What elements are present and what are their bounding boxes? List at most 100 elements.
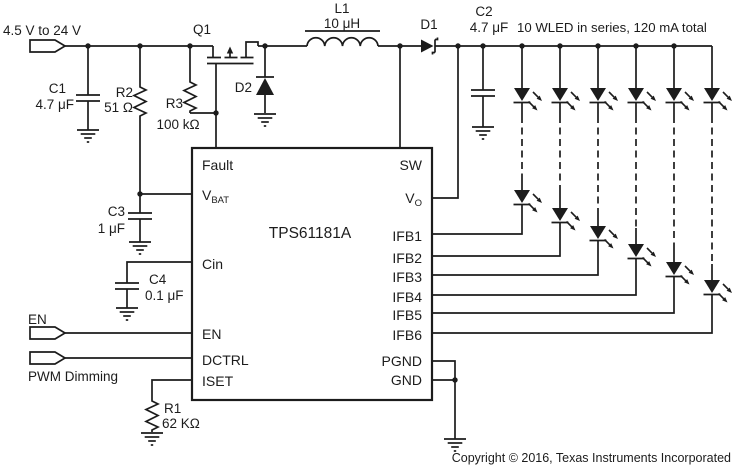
d2-ref-label: D2 <box>235 80 252 95</box>
resistor-r1: R1 62 KΩ <box>140 379 200 446</box>
c4-ref-label: C4 <box>149 272 167 287</box>
pgnd-gnd-wire <box>432 360 456 439</box>
en-signal-label: EN <box>28 312 47 327</box>
c3-ground-icon <box>128 241 152 255</box>
pin-ifb5: IFB5 <box>392 307 422 323</box>
pin-vbat: VBAT <box>202 187 229 206</box>
capacitor-c1: C1 4.7 μF <box>35 46 101 143</box>
c3-value-label: 1 μF <box>98 221 125 236</box>
r1-ground-icon <box>140 432 164 446</box>
pin-cin: Cin <box>202 256 223 272</box>
input-terminal-icon <box>29 39 67 53</box>
en-terminal-icon <box>29 326 67 340</box>
d2-ground-icon <box>253 113 277 127</box>
led-icon <box>590 226 619 249</box>
pin-ifb3: IFB3 <box>392 269 422 285</box>
c2-ground-icon <box>471 126 495 140</box>
l1-coil-icon <box>305 30 380 47</box>
capacitor-c4: C4 0.1 μF <box>114 261 192 321</box>
led-icon <box>628 88 657 111</box>
pin-ifb1: IFB1 <box>392 228 422 244</box>
pin-ifb2: IFB2 <box>392 250 422 266</box>
capacitor-c3: C3 1 μF <box>98 194 153 255</box>
r2-resistor-icon <box>133 84 147 119</box>
pin-sw: SW <box>399 157 422 173</box>
ic-body <box>190 146 434 402</box>
led-array <box>432 46 733 334</box>
copyright-note: Copyright © 2016, Texas Instruments Inco… <box>452 451 731 465</box>
led-string-6-wire <box>432 46 713 334</box>
q1-arrow-icon <box>226 46 234 54</box>
ic-part-number: TPS61181A <box>269 225 352 242</box>
pin-ifb6: IFB6 <box>392 327 422 343</box>
led-string-5-wire <box>432 46 675 314</box>
resistor-r2: R2 51 Ω <box>104 46 147 194</box>
led-string-2-wire <box>432 46 561 257</box>
c1-ref-label: C1 <box>49 81 66 96</box>
c4-capacitor-icon <box>114 282 140 290</box>
vo-wire <box>432 46 459 199</box>
r3-wire <box>189 46 216 114</box>
diode-d2: D2 <box>235 46 277 127</box>
capacitor-c2: C2 4.7 μF <box>470 4 509 140</box>
led-string-4-wire <box>432 46 637 296</box>
mosfet-q1: Q1 <box>193 22 259 148</box>
d1-ref-label: D1 <box>420 17 437 32</box>
input-source: 4.5 V to 24 V <box>3 23 81 53</box>
c2-value-label: 4.7 μF <box>470 20 509 35</box>
led-string-5 <box>432 46 695 314</box>
c2-ref-label: C2 <box>475 4 492 19</box>
pin-dctrl: DCTRL <box>202 352 249 368</box>
junction-dots <box>85 43 677 383</box>
ic-ground-icon <box>443 438 467 452</box>
pin-gnd: GND <box>391 372 422 388</box>
led-icon <box>552 88 581 111</box>
c1-value-label: 4.7 μF <box>35 97 74 112</box>
led-string-3 <box>432 46 619 276</box>
led-array-note: 10 WLED in series, 120 mA total <box>517 20 707 35</box>
r3-value-label: 100 kΩ <box>156 117 199 132</box>
pwm-dimming-input: PWM Dimming <box>28 351 192 384</box>
pin-vo: VO <box>405 190 422 209</box>
r1-value-label: 62 KΩ <box>162 416 200 431</box>
r1-resistor-icon <box>145 398 159 433</box>
c4-wire <box>126 261 192 308</box>
r2-ref-label: R2 <box>116 85 133 100</box>
led-string-2 <box>432 46 581 257</box>
diode-d1: D1 <box>420 17 439 55</box>
led-icon <box>514 88 543 111</box>
d2-wire <box>256 46 274 113</box>
led-icon <box>552 208 581 231</box>
resistor-r3: R3 100 kΩ <box>156 46 216 132</box>
d1-cathode-icon <box>431 37 439 55</box>
led-icon <box>590 88 619 111</box>
q1-body-wire <box>207 41 259 148</box>
pwm-signal-label: PWM Dimming <box>28 369 118 384</box>
ic-tps61181a: TPS61181A Fault VBAT Cin EN DCTRL ISET S… <box>190 146 434 402</box>
led-string-1 <box>432 46 543 235</box>
c1-capacitor-icon <box>75 94 101 102</box>
c1-ground-icon <box>76 129 100 143</box>
en-input: EN <box>28 312 192 340</box>
ground-return <box>432 360 467 452</box>
led-icon <box>666 262 695 285</box>
r2-value-label: 51 Ω <box>104 100 133 115</box>
r1-ref-label: R1 <box>164 401 181 416</box>
pwm-terminal-icon <box>29 351 67 365</box>
pin-en: EN <box>202 326 221 342</box>
c4-ground-icon <box>115 307 139 321</box>
pin-pgnd: PGND <box>382 353 422 369</box>
led-string-6 <box>432 46 733 334</box>
led-string-4 <box>432 46 657 296</box>
r1-wire <box>151 379 192 399</box>
inductor-l1: L1 10 μH <box>305 1 380 47</box>
led-string-1-wire <box>432 46 523 235</box>
d1-diode-icon <box>421 39 434 53</box>
c3-capacitor-icon <box>127 212 153 220</box>
pin-fault: Fault <box>202 157 233 173</box>
led-icon <box>704 280 733 303</box>
d2-diode-icon <box>256 78 274 95</box>
r3-ref-label: R3 <box>166 96 183 111</box>
led-icon <box>704 88 733 111</box>
